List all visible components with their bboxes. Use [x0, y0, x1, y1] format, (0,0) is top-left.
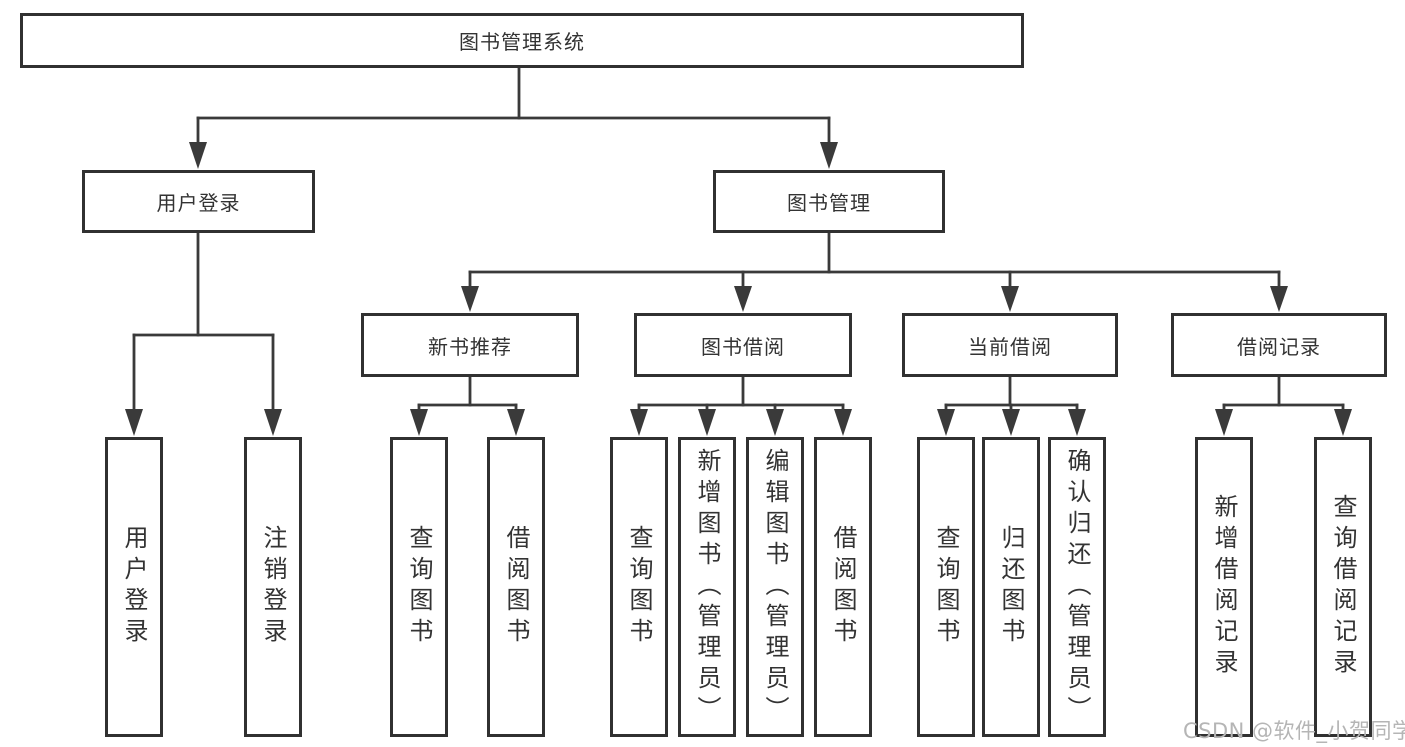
leaf-add-books-admin: 新增图书（管理员） — [678, 437, 736, 737]
node-new-book-recommend: 新书推荐 — [361, 313, 579, 377]
leaf-edit-books-admin-label: 编辑图书（管理员） — [761, 447, 789, 727]
node-book-borrowing: 图书借阅 — [634, 313, 852, 377]
leaf-query-books-borrowing: 查询图书 — [610, 437, 668, 737]
connector-current-to-leaves — [937, 375, 1086, 436]
leaf-query-books-recommend-label: 查询图书 — [405, 525, 433, 649]
leaf-add-books-admin-label: 新增图书（管理员） — [693, 447, 721, 727]
node-book-borrowing-label: 图书借阅 — [701, 334, 785, 359]
leaf-return-books: 归还图书 — [982, 437, 1040, 737]
leaf-logout-label: 注销登录 — [259, 525, 287, 649]
connector-newbooks-to-leaves — [410, 375, 525, 436]
node-root: 图书管理系统 — [20, 13, 1024, 68]
leaf-user-login: 用户登录 — [105, 437, 163, 737]
leaf-add-borrow-record-label: 新增借阅记录 — [1210, 494, 1238, 680]
connector-bookmgmt-to-level3 — [461, 231, 1288, 312]
leaf-logout: 注销登录 — [244, 437, 302, 737]
leaf-borrow-books-recommend: 借阅图书 — [487, 437, 545, 737]
node-current-borrowing: 当前借阅 — [902, 313, 1118, 377]
leaf-query-books-current: 查询图书 — [917, 437, 975, 737]
connector-borrowing-to-leaves — [630, 375, 852, 436]
node-user-login-label: 用户登录 — [156, 191, 241, 215]
csdn-watermark: CSDN @软件_小贺同学 — [1183, 719, 1405, 743]
leaf-borrow-books-recommend-label: 借阅图书 — [502, 525, 530, 649]
leaf-query-books-recommend: 查询图书 — [390, 437, 448, 737]
node-user-login: 用户登录 — [82, 170, 315, 233]
leaf-edit-books-admin: 编辑图书（管理员） — [746, 437, 804, 737]
leaf-confirm-return-admin-label: 确认归还（管理员） — [1063, 447, 1091, 727]
node-borrowing-records-label: 借阅记录 — [1237, 334, 1321, 359]
leaf-query-borrow-record: 查询借阅记录 — [1314, 437, 1372, 737]
node-current-borrowing-label: 当前借阅 — [968, 334, 1052, 359]
leaf-query-borrow-record-label: 查询借阅记录 — [1329, 494, 1357, 680]
node-new-book-recommend-label: 新书推荐 — [428, 334, 512, 359]
leaf-user-login-label: 用户登录 — [120, 525, 148, 649]
connector-records-to-leaves — [1215, 375, 1352, 436]
leaf-borrow-books-label: 借阅图书 — [829, 525, 857, 649]
leaf-query-books-borrowing-label: 查询图书 — [625, 525, 653, 649]
leaf-confirm-return-admin: 确认归还（管理员） — [1048, 437, 1106, 737]
node-root-label: 图书管理系统 — [459, 30, 585, 54]
leaf-borrow-books: 借阅图书 — [814, 437, 872, 737]
leaf-add-borrow-record: 新增借阅记录 — [1195, 437, 1253, 737]
leaf-query-books-current-label: 查询图书 — [932, 525, 960, 649]
node-book-management-label: 图书管理 — [787, 191, 871, 215]
node-borrowing-records: 借阅记录 — [1171, 313, 1387, 377]
leaf-return-books-label: 归还图书 — [997, 525, 1025, 649]
connector-userlogin-to-leaves — [125, 231, 282, 436]
node-book-management: 图书管理 — [713, 170, 945, 233]
connector-root-to-level2 — [189, 66, 838, 169]
